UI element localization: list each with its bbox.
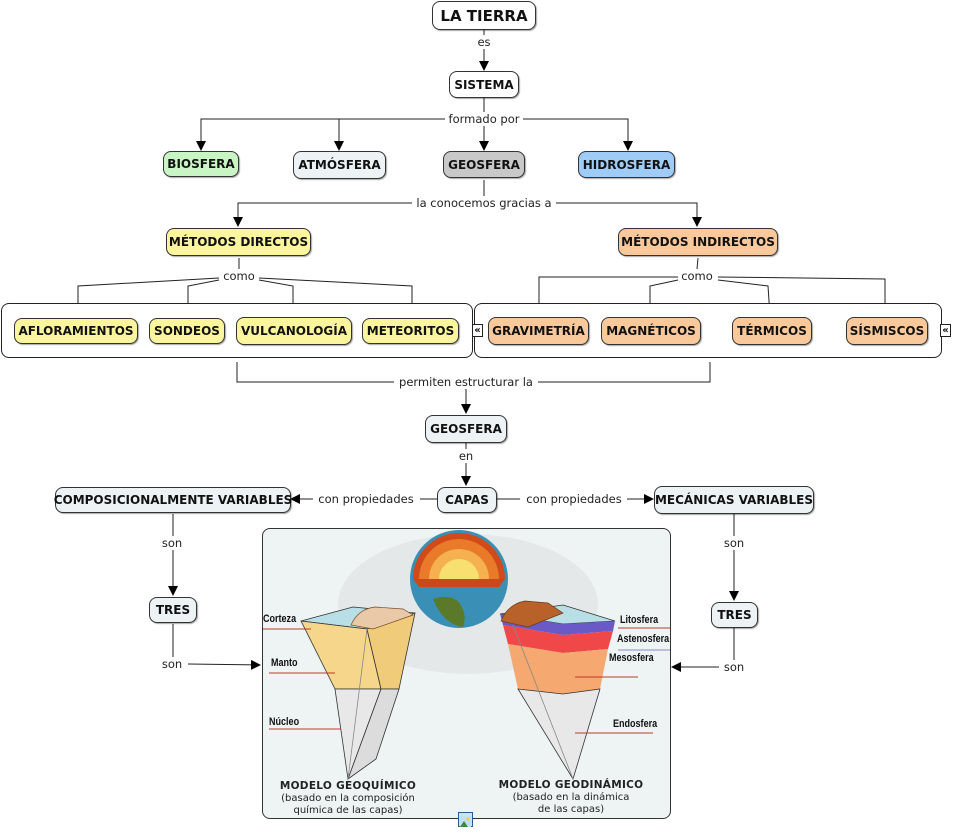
geodynamic-model-illustration bbox=[499, 600, 670, 780]
link-label-como-indirectos: como bbox=[678, 269, 716, 283]
link-label-son-left-1: son bbox=[158, 536, 186, 550]
link-label-permiten: permiten estructurar la bbox=[396, 375, 536, 389]
caption-geochemical-sub2: química de las capas) bbox=[293, 805, 403, 816]
link-label-es: es bbox=[474, 35, 494, 49]
link-label-como-directos: como bbox=[220, 269, 258, 283]
node-termicos[interactable]: TÉRMICOS bbox=[732, 317, 812, 345]
globe-icon bbox=[410, 530, 508, 628]
label-endosfera: Endosfera bbox=[613, 718, 658, 730]
earth-layers-image[interactable]: Corteza Manto Núcleo Litosfera Astenosfe… bbox=[262, 528, 671, 819]
picture-icon bbox=[460, 816, 471, 827]
node-sistema[interactable]: SISTEMA bbox=[449, 71, 519, 98]
link-label-conocemos: la conocemos gracias a bbox=[413, 196, 555, 210]
earth-layers-illustration bbox=[263, 530, 670, 781]
caption-geodynamic-title: MODELO GEODINÁMICO bbox=[498, 779, 644, 791]
label-litosfera: Litosfera bbox=[620, 614, 659, 626]
caption-geochemical: MODELO GEOQUÍMICO (basado en la composic… bbox=[273, 780, 423, 817]
label-mesosfera: Mesosfera bbox=[609, 652, 654, 664]
collapse-toggle-left[interactable]: « bbox=[472, 324, 483, 337]
caption-geochemical-title: MODELO GEOQUÍMICO bbox=[279, 780, 417, 792]
caption-geodynamic-sub1: (basado en la dinámica bbox=[512, 792, 630, 803]
caption-geodynamic: MODELO GEODINÁMICO (basado en la dinámic… bbox=[491, 779, 651, 816]
label-astenosfera: Astenosfera bbox=[617, 633, 670, 645]
node-afloramientos[interactable]: AFLORAMIENTOS bbox=[14, 318, 138, 344]
node-metodos-indirectos[interactable]: MÉTODOS INDIRECTOS bbox=[618, 228, 778, 256]
node-tres-right[interactable]: TRES bbox=[711, 602, 758, 628]
node-sismicos[interactable]: SÍSMISCOS bbox=[846, 317, 928, 345]
node-atmosfera[interactable]: ATMÓSFERA bbox=[293, 151, 386, 179]
node-composicionalmente-variables[interactable]: COMPOSICIONALMENTE VARIABLES bbox=[54, 487, 292, 513]
node-vulcanologia[interactable]: VULCANOLOGÍA bbox=[236, 317, 352, 345]
caption-geochemical-sub1: (basado en la composición bbox=[281, 793, 415, 804]
link-label-formado-por: formado por bbox=[445, 112, 523, 126]
image-resource-icon[interactable] bbox=[458, 812, 473, 827]
label-nucleo: Núcleo bbox=[269, 716, 300, 728]
link-label-en: en bbox=[455, 449, 477, 463]
link-label-son-right-2: son bbox=[720, 660, 748, 674]
label-manto: Manto bbox=[271, 657, 298, 669]
link-label-son-left-2: son bbox=[158, 657, 186, 671]
link-label-son-right-1: son bbox=[720, 536, 748, 550]
link-label-con-propiedades-right: con propiedades bbox=[523, 492, 625, 506]
node-capas[interactable]: CAPAS bbox=[437, 487, 497, 513]
node-la-tierra[interactable]: LA TIERRA bbox=[432, 1, 536, 30]
node-geosfera-2[interactable]: GEOSFERA bbox=[425, 415, 507, 443]
geochemical-model-illustration bbox=[263, 606, 416, 781]
node-sondeos[interactable]: SONDEOS bbox=[149, 318, 225, 344]
node-tres-left[interactable]: TRES bbox=[149, 597, 197, 623]
node-biosfera[interactable]: BIOSFERA bbox=[163, 151, 239, 177]
link-label-con-propiedades-left: con propiedades bbox=[315, 492, 417, 506]
node-meteoritos[interactable]: METEORITOS bbox=[362, 318, 459, 344]
node-gravimetria[interactable]: GRAVIMETRÍA bbox=[488, 317, 589, 345]
caption-geodynamic-sub2: de las capas) bbox=[537, 804, 605, 815]
node-magneticos[interactable]: MAGNÉTICOS bbox=[601, 317, 701, 345]
node-metodos-directos[interactable]: MÉTODOS DIRECTOS bbox=[166, 228, 311, 256]
node-geosfera[interactable]: GEOSFERA bbox=[443, 151, 525, 178]
node-hidrosfera[interactable]: HIDROSFERA bbox=[578, 151, 675, 178]
collapse-toggle-right[interactable]: « bbox=[940, 324, 951, 337]
label-corteza: Corteza bbox=[263, 613, 297, 625]
node-mecanicas-variables[interactable]: MECÁNICAS VARIABLES bbox=[654, 486, 814, 514]
